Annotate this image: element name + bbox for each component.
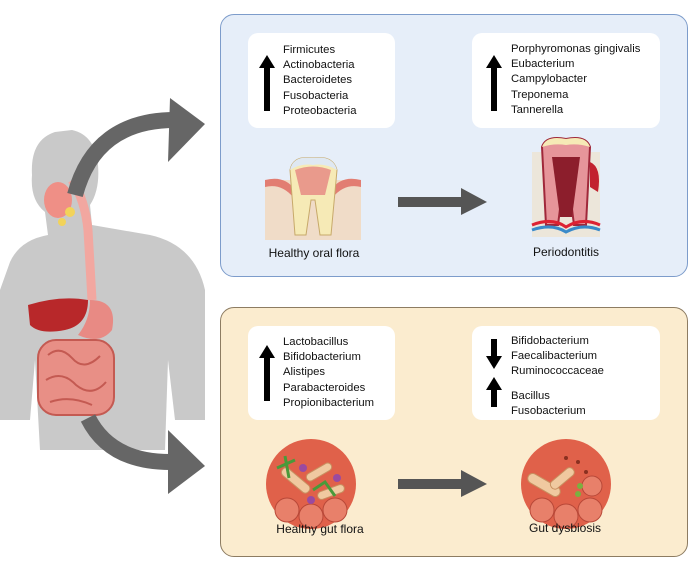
- taxon: Tannerella: [511, 103, 564, 116]
- taxon: Campylobacter: [511, 73, 587, 86]
- taxon: Ruminococcaceae: [511, 365, 604, 378]
- taxon: Fusobacterium: [511, 405, 586, 418]
- oral-healthy-list: Firmicutes Actinobacteria Bacteroidetes …: [283, 43, 356, 119]
- gut-disease-increased-list: Bacillus Fusobacterium: [511, 389, 586, 419]
- gut-disease-box: [472, 326, 660, 420]
- taxon: Treponema: [511, 88, 569, 101]
- taxon: Alistipes: [283, 366, 326, 379]
- mouth: [44, 182, 72, 218]
- down-arrow-icon: [486, 339, 502, 369]
- up-arrow-icon: [486, 377, 502, 407]
- stomach: [78, 300, 114, 339]
- taxon: Bacillus: [511, 390, 550, 402]
- gut-healthy-box: [248, 326, 395, 420]
- healthy-gut-label: Healthy gut flora: [276, 522, 364, 536]
- curved-arrow-to-oral: [67, 112, 176, 198]
- up-arrow-icon: [259, 345, 275, 401]
- oral-disease-list: Porphyromonas gingivalis Eubacterium Cam…: [511, 42, 640, 118]
- curved-arrow-head-oral: [168, 98, 205, 162]
- gut-healthy-list: Lactobacillus Bifidobacterium Alistipes …: [283, 335, 374, 411]
- gut-disease-decreased-list: Bifidobacterium Faecalibacterium Ruminoc…: [511, 334, 604, 380]
- oral-disease-box: [472, 33, 660, 128]
- gut-dysbiosis-illustration: [521, 439, 611, 529]
- healthy-gut-illustration: [266, 439, 356, 529]
- up-arrow-icon: [259, 55, 275, 111]
- intestines: [37, 339, 115, 416]
- taxon: Bifidobacterium: [283, 351, 361, 364]
- taxon: Lactobacillus: [283, 336, 349, 348]
- liver: [28, 298, 88, 332]
- human-body-illustration: [0, 98, 205, 494]
- taxon: Bacteroidetes: [283, 74, 353, 87]
- healthy-tooth-illustration: [265, 157, 361, 240]
- taxon: Porphyromonas gingivalis: [511, 43, 641, 55]
- taxon: Propionibacterium: [283, 396, 375, 409]
- taxon: Eubacterium: [511, 58, 575, 71]
- taxon: Faecalibacterium: [511, 350, 598, 363]
- progression-arrow-gut: [398, 470, 487, 497]
- progression-arrow-oral: [398, 188, 487, 215]
- taxon: Parabacteroides: [283, 381, 366, 394]
- taxon: Bifidobacterium: [511, 335, 589, 347]
- up-arrow-icon: [486, 55, 502, 111]
- oral-healthy-box: [248, 33, 395, 128]
- taxon: Firmicutes: [283, 44, 336, 56]
- gut-dysbiosis-label: Gut dysbiosis: [528, 521, 602, 535]
- curved-arrow-to-gut: [80, 414, 171, 470]
- curved-arrow-head-gut: [168, 430, 205, 494]
- taxon: Proteobacteria: [283, 104, 357, 117]
- healthy-oral-label: Healthy oral flora: [268, 246, 360, 260]
- taxon: Fusobacteria: [283, 89, 349, 102]
- periodontitis-label: Periodontitis: [532, 245, 600, 259]
- taxon: Actinobacteria: [283, 59, 355, 72]
- periodontitis-tooth-illustration: [531, 137, 601, 237]
